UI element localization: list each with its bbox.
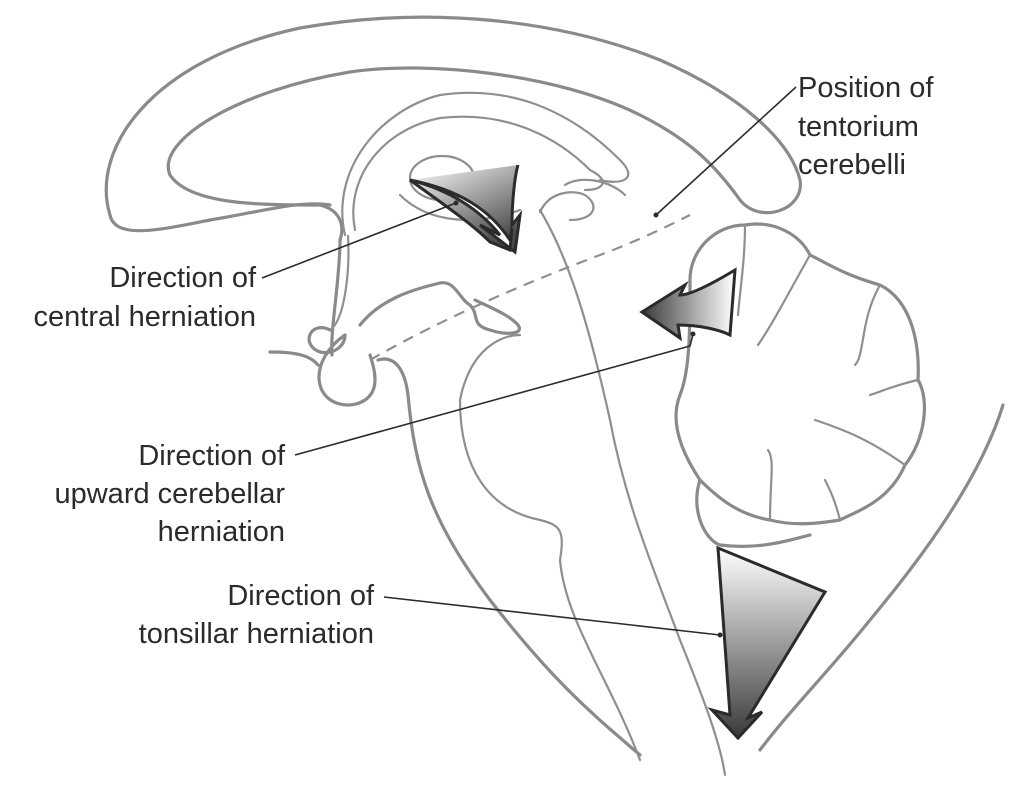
central-leader bbox=[261, 202, 457, 279]
tonsillar-leader-dot bbox=[717, 632, 723, 638]
upward-herniation-arrow bbox=[639, 267, 737, 342]
tentorium-leader-dot bbox=[653, 212, 659, 218]
label-upward-line3: herniation bbox=[158, 516, 285, 548]
central-herniation-arrow bbox=[409, 164, 523, 255]
leader-lines bbox=[261, 86, 797, 638]
label-tonsillar-line1: Direction of bbox=[227, 580, 375, 612]
tonsillar-leader bbox=[383, 596, 721, 636]
tonsillar-herniation-arrow bbox=[707, 545, 828, 741]
label-central: Direction of central herniation bbox=[34, 262, 257, 333]
label-tentorium-line2: tentorium bbox=[798, 111, 919, 143]
label-central-line1: Direction of bbox=[109, 262, 257, 294]
label-upward-line2: upward cerebellar bbox=[54, 478, 285, 510]
label-tentorium: Position of tentorium cerebelli bbox=[798, 72, 934, 181]
tentorium-leader bbox=[655, 86, 797, 216]
upward-leader bbox=[294, 333, 694, 456]
label-tonsillar: Direction of tonsillar herniation bbox=[139, 580, 375, 650]
label-tentorium-line3: cerebelli bbox=[798, 149, 906, 181]
brainstem-outline bbox=[376, 178, 727, 777]
label-upward-line1: Direction of bbox=[138, 440, 286, 472]
label-central-line2: central herniation bbox=[34, 301, 256, 333]
central-leader-dot bbox=[453, 200, 459, 206]
cerebellum-outline bbox=[674, 222, 1005, 752]
label-upward: Direction of upward cerebellar herniatio… bbox=[54, 440, 285, 548]
label-tentorium-line1: Position of bbox=[798, 72, 934, 104]
label-tonsillar-line2: tonsillar herniation bbox=[139, 618, 374, 650]
upward-leader-dot bbox=[690, 331, 696, 337]
tentorium-line bbox=[369, 214, 691, 361]
